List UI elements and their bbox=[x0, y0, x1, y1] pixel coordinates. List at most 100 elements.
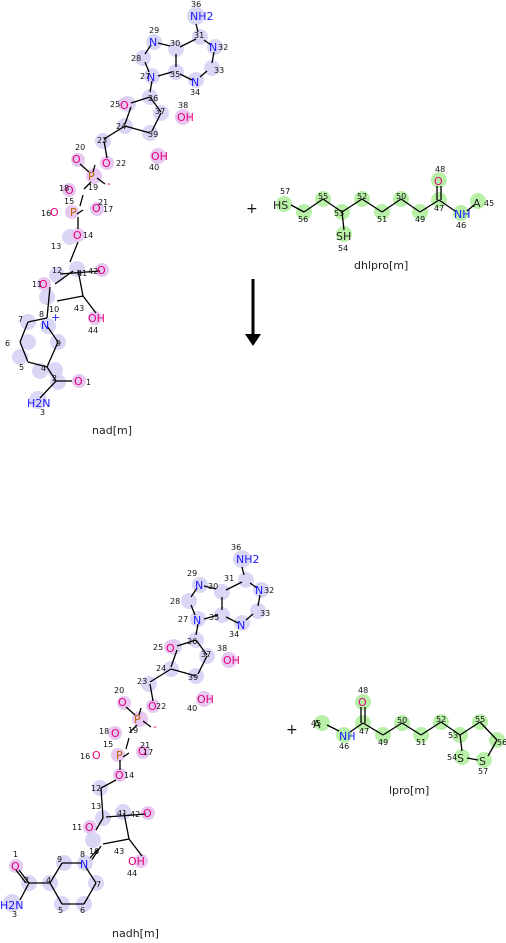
reaction-arrow bbox=[245, 279, 261, 346]
molecule-nad: NH2 N N N N O OH OH O O P - O P O O O O … bbox=[5, 0, 228, 417]
svg-text:23: 23 bbox=[97, 136, 107, 145]
svg-text:22: 22 bbox=[116, 159, 126, 168]
plus-sign-reactants: + bbox=[246, 201, 258, 217]
svg-text:17: 17 bbox=[103, 205, 113, 214]
dhlpro-o48-label: O bbox=[434, 175, 443, 188]
nadh-o22-label: O bbox=[148, 700, 157, 713]
svg-text:2: 2 bbox=[24, 876, 29, 885]
nad-o1-label: O bbox=[74, 375, 83, 388]
svg-text:56: 56 bbox=[298, 215, 308, 224]
dhlpro-bonds bbox=[290, 186, 475, 231]
svg-text:10: 10 bbox=[89, 847, 99, 856]
nadh-ring-numbers: 897 654 213 bbox=[12, 850, 101, 919]
svg-text:9: 9 bbox=[57, 855, 62, 864]
svg-text:19: 19 bbox=[128, 726, 138, 735]
svg-text:14: 14 bbox=[124, 771, 134, 780]
nadh-oh44-label: OH bbox=[128, 855, 145, 868]
nad-n34-label: N bbox=[191, 76, 199, 89]
svg-text:1: 1 bbox=[86, 378, 91, 387]
svg-text:39: 39 bbox=[188, 673, 198, 682]
dhlpro-hs-label: HS bbox=[273, 199, 288, 212]
svg-text:23: 23 bbox=[137, 677, 147, 686]
svg-text:49: 49 bbox=[415, 215, 425, 224]
svg-text:36: 36 bbox=[191, 0, 201, 9]
svg-text:32: 32 bbox=[264, 586, 274, 595]
nadh-o16-label: O bbox=[92, 749, 101, 762]
svg-text:25: 25 bbox=[110, 100, 120, 109]
svg-text:10: 10 bbox=[49, 305, 59, 314]
nad-p15-label: P bbox=[70, 206, 77, 219]
svg-text:16: 16 bbox=[80, 752, 90, 761]
svg-text:47: 47 bbox=[359, 727, 369, 736]
nad-o42-label: O bbox=[97, 264, 106, 277]
nadh-n8-label: N bbox=[80, 858, 88, 871]
svg-text:41: 41 bbox=[77, 269, 87, 278]
svg-text:1: 1 bbox=[13, 850, 18, 859]
dhlpro-nh-label: NH bbox=[454, 208, 471, 221]
svg-text:6: 6 bbox=[5, 339, 10, 348]
svg-text:40: 40 bbox=[149, 163, 159, 172]
svg-text:4: 4 bbox=[41, 364, 46, 373]
svg-text:52: 52 bbox=[436, 715, 446, 724]
svg-text:51: 51 bbox=[377, 215, 387, 224]
svg-text:27: 27 bbox=[178, 615, 188, 624]
svg-text:21: 21 bbox=[98, 198, 108, 207]
svg-text:44: 44 bbox=[127, 869, 137, 878]
svg-text:12: 12 bbox=[52, 266, 62, 275]
svg-text:17: 17 bbox=[143, 748, 153, 757]
svg-text:13: 13 bbox=[51, 242, 61, 251]
nadh-n29-label: N bbox=[195, 579, 203, 592]
svg-text:55: 55 bbox=[318, 192, 328, 201]
svg-text:35: 35 bbox=[170, 70, 180, 79]
plus-sign-products: + bbox=[286, 722, 298, 738]
svg-text:30: 30 bbox=[170, 39, 180, 48]
svg-text:4: 4 bbox=[46, 876, 51, 885]
svg-text:41: 41 bbox=[117, 809, 127, 818]
svg-text:46: 46 bbox=[339, 742, 349, 751]
svg-text:33: 33 bbox=[260, 609, 270, 618]
nad-o20-label: O bbox=[72, 153, 81, 166]
svg-text:28: 28 bbox=[131, 54, 141, 63]
svg-text:3: 3 bbox=[40, 408, 45, 417]
svg-text:29: 29 bbox=[187, 569, 197, 578]
nadh-minus-19: - bbox=[153, 720, 157, 733]
svg-text:48: 48 bbox=[435, 165, 445, 174]
nad-o16-label: O bbox=[50, 206, 59, 219]
svg-text:50: 50 bbox=[397, 716, 407, 725]
svg-text:26: 26 bbox=[187, 637, 197, 646]
svg-text:12: 12 bbox=[91, 784, 101, 793]
svg-text:39: 39 bbox=[148, 130, 158, 139]
svg-text:24: 24 bbox=[156, 664, 166, 673]
svg-text:54: 54 bbox=[447, 753, 457, 762]
nad-minus-19: - bbox=[107, 177, 111, 190]
svg-text:43: 43 bbox=[74, 304, 84, 313]
lpro-nh-label: NH bbox=[339, 730, 356, 743]
svg-text:9: 9 bbox=[56, 339, 61, 348]
nadh-atoms: NH2 N N N N O OH OH O O P - O P O O O O … bbox=[85, 553, 263, 868]
svg-text:19: 19 bbox=[88, 183, 98, 192]
svg-text:51: 51 bbox=[416, 738, 426, 747]
nad-o11-label: O bbox=[39, 278, 48, 291]
nadh-p19-label: P bbox=[134, 713, 141, 726]
dhlpro-name-label: dhlpro[m] bbox=[354, 259, 408, 272]
svg-text:20: 20 bbox=[114, 686, 124, 695]
svg-text:49: 49 bbox=[378, 738, 388, 747]
svg-text:34: 34 bbox=[190, 88, 200, 97]
svg-text:31: 31 bbox=[224, 574, 234, 583]
svg-text:16: 16 bbox=[41, 209, 51, 218]
lpro-a45-label: A bbox=[313, 718, 321, 731]
nad-p19-label: P bbox=[88, 170, 95, 183]
svg-text:13: 13 bbox=[91, 802, 101, 811]
svg-text:32: 32 bbox=[218, 43, 228, 52]
nad-o14-label: O bbox=[73, 229, 82, 242]
lpro-name-label: lpro[m] bbox=[389, 784, 429, 797]
svg-text:8: 8 bbox=[80, 850, 85, 859]
nad-halos bbox=[12, 7, 223, 409]
nad-nh2-label: NH2 bbox=[190, 10, 214, 23]
svg-text:54: 54 bbox=[338, 244, 348, 253]
svg-text:29: 29 bbox=[149, 26, 159, 35]
svg-text:14: 14 bbox=[83, 231, 93, 240]
nadh-oh40-label: OH bbox=[197, 693, 214, 706]
